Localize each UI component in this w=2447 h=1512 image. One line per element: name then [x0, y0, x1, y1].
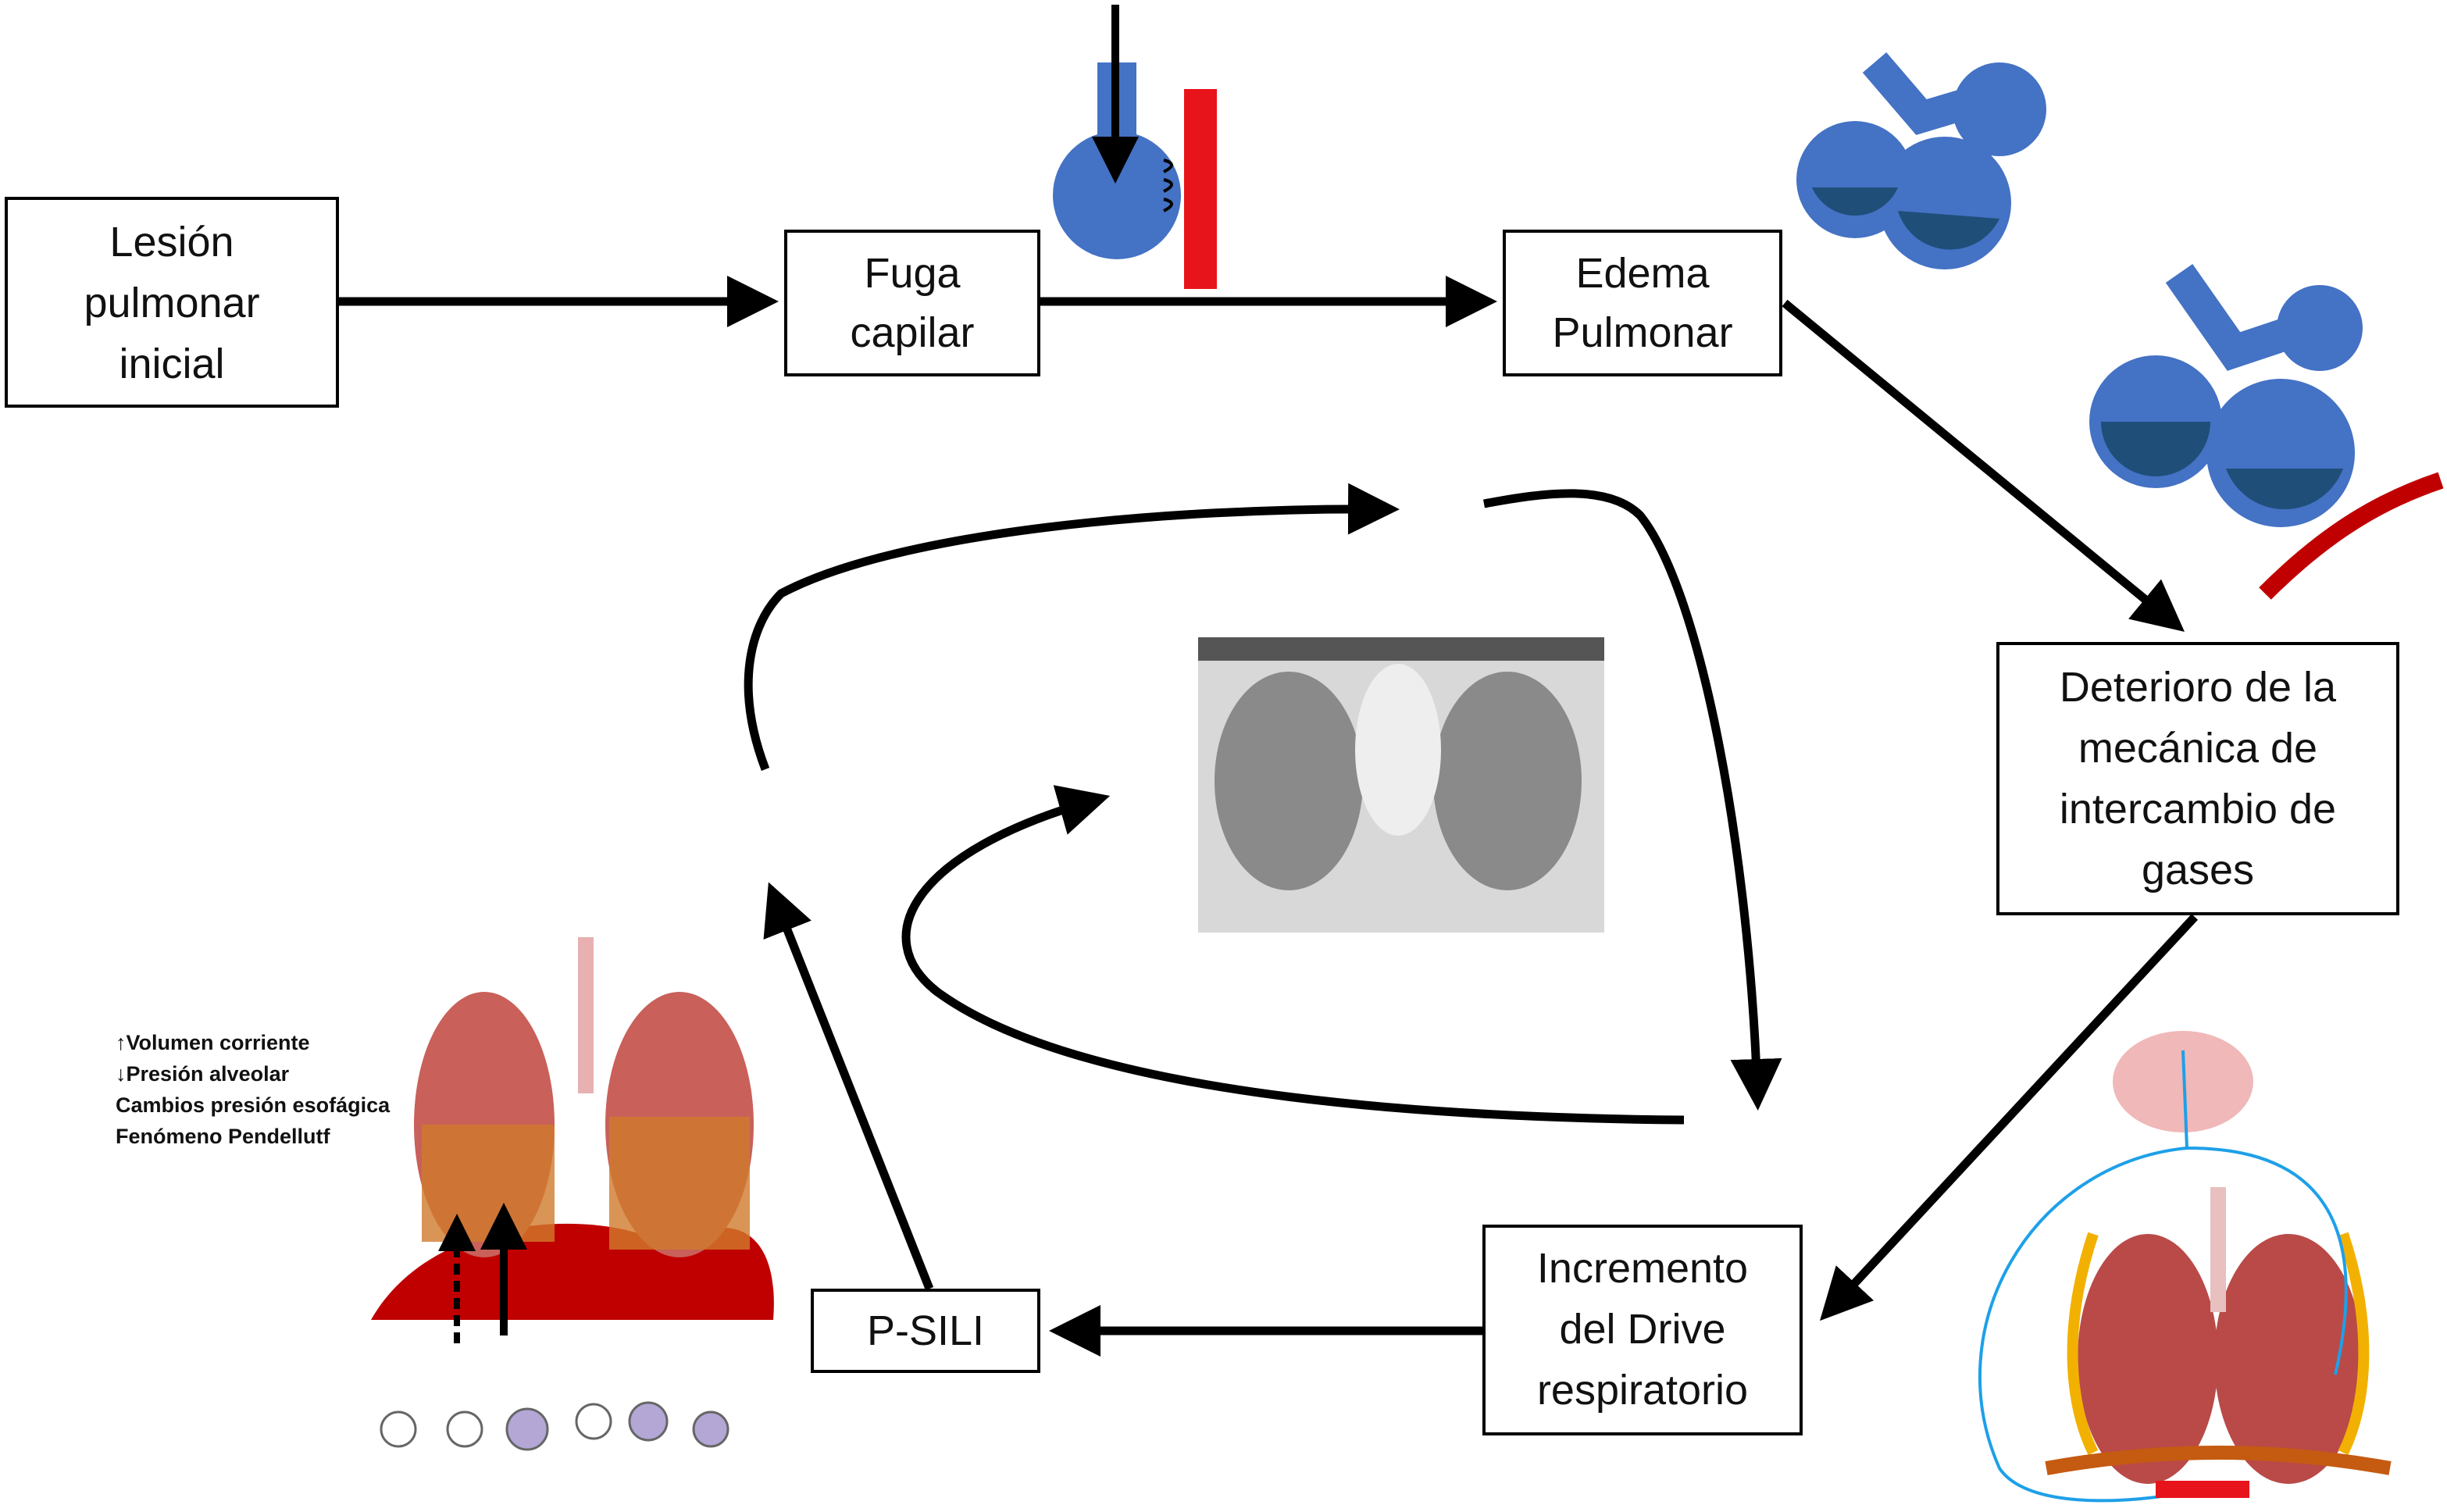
box-edema-line: Pulmonar [1552, 309, 1732, 356]
ct-scan-image [1198, 637, 1604, 933]
box-incremento: Incremento del Drive respiratorio [1482, 1225, 1803, 1435]
cycle-arrow-top [744, 483, 1400, 771]
note-line: ↓Presión alveolar [116, 1062, 290, 1086]
cycle-arrow-right [1482, 489, 1782, 1111]
box-deterioro-line: mecánica de [2078, 725, 2317, 772]
respiratory-drive-illustration [1978, 1031, 2392, 1503]
note-line: Cambios presión esofágica [116, 1093, 391, 1117]
alveoli-illustration [1796, 52, 2046, 269]
box-lesion: Lesión pulmonar inicial [5, 197, 339, 408]
lung-mechanics-illustration [371, 937, 774, 1451]
box-incremento-line: respiratorio [1537, 1367, 1748, 1414]
box-incremento-line: Incremento [1537, 1245, 1748, 1292]
box-fuga-line: Fuga [864, 250, 961, 297]
box-deterioro-line: intercambio de [2060, 786, 2336, 833]
box-deterioro-line: gases [2142, 847, 2254, 893]
note-line: Fenómeno Pendellutf [116, 1125, 331, 1148]
note-line: ↑Volumen corriente [116, 1031, 310, 1054]
box-lesion-line: Lesión [109, 219, 234, 266]
flow-arrows [337, 276, 2199, 1357]
arrow-edema-deterioro [1782, 299, 2185, 632]
arrow-psili-cycle [763, 882, 934, 1291]
capillary-leak-illustration [1053, 5, 1217, 289]
box-edema: Edema Pulmonar [1503, 230, 1782, 376]
box-edema-line: Edema [1575, 250, 1710, 297]
arrow-deterioro-incremento [1820, 914, 2199, 1321]
box-deterioro-line: Deterioro de la [2060, 664, 2337, 711]
box-fuga-line: capilar [850, 309, 974, 356]
notes: ↑Volumen corriente ↓Presión alveolar Cam… [116, 1031, 391, 1148]
box-incremento-line: del Drive [1559, 1306, 1725, 1353]
box-psili-label: P-SILI [867, 1307, 984, 1354]
damaged-alveoli-illustration [2089, 263, 2444, 600]
cycle-arrow-bottom [901, 785, 1685, 1125]
box-lesion-line: inicial [119, 341, 224, 387]
box-fuga: Fuga capilar [784, 230, 1040, 376]
box-psili: P-SILI [811, 1289, 1040, 1373]
box-lesion-line: pulmonar [84, 280, 259, 326]
box-deterioro: Deterioro de la mecánica de intercambio … [1996, 642, 2399, 915]
